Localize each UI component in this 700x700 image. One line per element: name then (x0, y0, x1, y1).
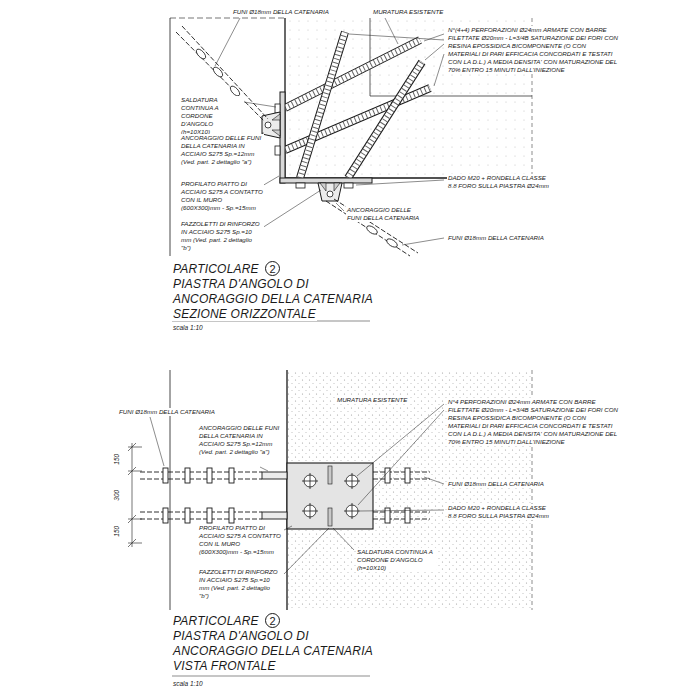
annotation: FUNI Ø18mm DELLA CATENARIA (447, 234, 545, 242)
detail-heading: SEZIONE ORIZZONTALE (172, 307, 317, 321)
detail-heading: PARTICOLARE (172, 262, 260, 276)
annotation: DADO M20 + RONDELLA CLASSE 8.8 FORO SULL… (447, 504, 557, 520)
dimension: 150 (113, 525, 121, 538)
leader-lines (150, 404, 444, 574)
scale-note: scala 1:10 (172, 680, 204, 688)
annotation: FAZZOLETTI DI RINFORZO IN ACCIAIO S275 S… (198, 568, 282, 600)
cable (140, 468, 430, 523)
dimension-line (128, 443, 142, 547)
annotation: PROFILATO PIATTO DI ACCIAIO S275 A CONTA… (198, 524, 282, 556)
annotation: MURATURA ESISTENTE (372, 8, 444, 16)
annotation: SALDATURA CONTINUA A CORDONE D'ANGOLO (h… (180, 96, 244, 136)
scale-note: scala 1:10 (172, 324, 204, 332)
detail-heading: VISTA FRONTALE (172, 659, 277, 673)
annotation: PROFILATO PIATTO DI ACCIAIO S275 A CONTA… (180, 180, 264, 212)
detail-heading: PIASTRA D'ANGOLO DI (172, 277, 310, 291)
anchor-rods (285, 32, 430, 178)
dimension: 300 (113, 489, 121, 502)
annotation: ANCORAGGIO DELLE FUNI DELLA CATENARIA (346, 206, 426, 222)
detail-heading: ANCORAGGIO DELLA CATENARIA (172, 292, 374, 306)
callout-number: 2 (265, 261, 280, 276)
note: N°4 PERFORAZIONI Ø24mm ARMATE CON BARRE … (447, 398, 619, 446)
detail-heading: PIASTRA D'ANGOLO DI (172, 629, 310, 643)
annotation: FAZZOLETTI DI RINFORZO IN ACCIAIO S275 S… (180, 220, 264, 252)
note: N°(4+4) PERFORAZIONI Ø24mm ARMATE CON BA… (447, 26, 619, 74)
annotation: FUNI Ø18mm DELLA CATENARIA (232, 8, 330, 16)
detail-heading: PARTICOLARE (172, 614, 260, 628)
annotation: DADO M20 + RONDELLA CLASSE 8.8 FORO SULL… (447, 174, 557, 190)
callout-number: 2 (265, 613, 280, 628)
annotation: ANCORAGGIO DELLE FUNI DELLA CATENARIA IN… (180, 134, 264, 166)
annotation: ANCORAGGIO DELLE FUNI DELLA CATENARIA IN… (198, 424, 284, 456)
annotation: FUNI Ø18mm DELLA CATENARIA (118, 408, 216, 416)
annotation: MURATURA ESISTENTE (336, 396, 408, 404)
dimension: 150 (113, 453, 121, 466)
annotation: SALDATURA CONTINUA A CORDONE D'ANGOLO (h… (356, 548, 436, 572)
detail-heading: ANCORAGGIO DELLA CATENARIA (172, 644, 374, 658)
annotation: FUNI Ø18mm DELLA CATENARIA (447, 480, 545, 488)
